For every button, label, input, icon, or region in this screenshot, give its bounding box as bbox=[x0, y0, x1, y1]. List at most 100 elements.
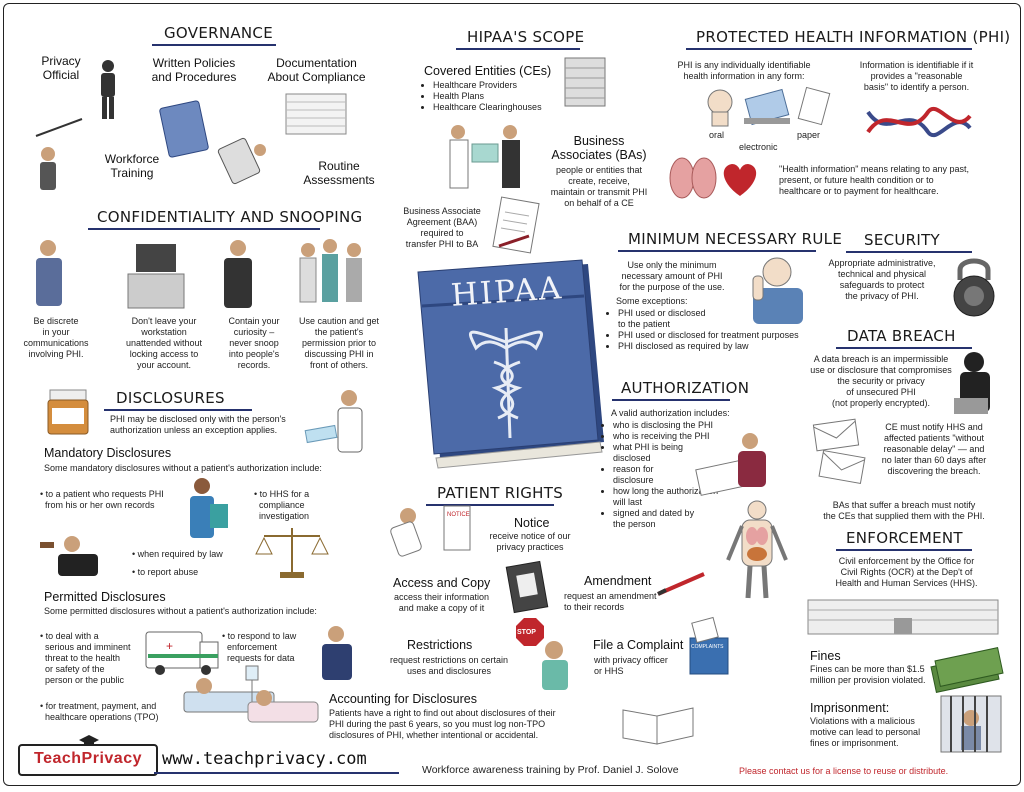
notice-document-label: NOTICE bbox=[447, 512, 470, 518]
confidentiality-illustrations bbox=[36, 239, 362, 309]
discreet-person-icon bbox=[36, 240, 62, 306]
teachprivacy-logo[interactable]: TeachPrivacy bbox=[18, 735, 158, 776]
data-breach-bas-text: BAs that suffer a breach must notify the… bbox=[823, 500, 985, 521]
hospital-building-icon bbox=[564, 57, 606, 107]
file-complaint-text: with privacy officer or HHS bbox=[594, 655, 668, 676]
governance-title: GOVERNANCE bbox=[164, 24, 273, 42]
privacy-official-icon bbox=[101, 60, 115, 119]
covered-entities-title: Covered Entities (CEs) bbox=[424, 64, 552, 78]
scope-underline bbox=[456, 48, 580, 50]
authorization-item-what: what PHI is being disclosed bbox=[613, 442, 739, 464]
access-copy-title: Access and Copy bbox=[393, 576, 491, 590]
website-underline bbox=[154, 772, 399, 774]
ce-item-health-plans: Health Plans bbox=[433, 91, 564, 102]
group-people-icon bbox=[299, 239, 362, 303]
security-underline bbox=[846, 251, 972, 253]
signing-person-icon bbox=[695, 433, 766, 496]
scales-icon bbox=[255, 528, 329, 578]
bed-patient-icon bbox=[247, 690, 319, 723]
data-breach-underline bbox=[836, 347, 972, 349]
authorization-item-discloser: who is disclosing the PHI bbox=[613, 420, 739, 431]
minimum-person-icon bbox=[752, 257, 803, 324]
data-breach-title: DATA BREACH bbox=[847, 327, 956, 345]
business-associates-title: Business Associates (BAs) bbox=[551, 134, 647, 162]
confidentiality-item-2: Don't leave your workstation unattended … bbox=[125, 316, 203, 370]
imprisonment-text: Violations with a malicious motive can l… bbox=[810, 716, 921, 748]
authorization-item-duration: how long the authorization will last bbox=[613, 486, 739, 508]
clipboard-icon bbox=[217, 137, 266, 185]
dna-icon bbox=[866, 106, 972, 138]
website-link[interactable]: www.teachprivacy.com bbox=[162, 749, 367, 769]
logo-text: TeachPrivacy bbox=[34, 750, 142, 767]
authorization-item-receiver: who is receiving the PHI bbox=[613, 431, 739, 442]
permitted-item-law-enforcement: • to respond to law enforcement requests… bbox=[222, 631, 297, 663]
disclosures-title: DISCLOSURES bbox=[116, 389, 225, 407]
enforcement-text: Civil enforcement by the Office for Civi… bbox=[835, 556, 978, 588]
covered-entities-list: Healthcare Providers Health Plans Health… bbox=[424, 80, 564, 113]
heart-icon bbox=[723, 164, 757, 196]
phi-definition: PHI is any individually identifiable hea… bbox=[677, 60, 811, 81]
confidentiality-item-4: Use caution and get the patient's permis… bbox=[298, 316, 380, 370]
envelopes-icon bbox=[812, 418, 866, 485]
judge-icon bbox=[40, 536, 98, 576]
notice-title: Notice bbox=[514, 516, 550, 530]
mandatory-disclosures-intro: Some mandatory disclosures without a pat… bbox=[44, 463, 322, 473]
minimum-exception-patient: PHI used or disclosed to the patient bbox=[618, 308, 844, 330]
confidentiality-item-1: Be discrete in your communications invol… bbox=[23, 316, 89, 359]
authorization-item-signed: signed and dated by the person bbox=[613, 508, 739, 530]
fines-title: Fines bbox=[810, 649, 841, 663]
minimum-necessary-text: Use only the minimum necessary amount of… bbox=[619, 260, 725, 292]
mandatory-illustrations bbox=[40, 478, 329, 578]
organs-illustration bbox=[669, 157, 757, 199]
confidentiality-item-3: Contain your curiosity – never snoop int… bbox=[228, 316, 280, 370]
phi-identifiable-text: Information is identifiable if it provid… bbox=[859, 60, 974, 92]
amendment-title: Amendment bbox=[584, 574, 652, 588]
footer-license-note: Please contact us for a license to reuse… bbox=[739, 766, 949, 776]
written-policies-label: Written Policies and Procedures bbox=[151, 56, 237, 84]
handshake-icon bbox=[449, 125, 520, 189]
phi-title: PROTECTED HEALTH INFORMATION (PHI) bbox=[696, 28, 1011, 46]
phi-paper-label: paper bbox=[797, 130, 821, 140]
nurse-icon bbox=[190, 478, 228, 538]
routine-assessments-label: Routine Assessments bbox=[303, 159, 375, 187]
security-title: SECURITY bbox=[864, 231, 941, 249]
access-copy-text: access their information and make a copy… bbox=[393, 592, 490, 613]
confidentiality-underline bbox=[88, 228, 320, 230]
anatomy-body-icon bbox=[726, 500, 788, 599]
stop-person-icon bbox=[516, 618, 568, 690]
disclosing-person-icon bbox=[304, 390, 363, 453]
complaint-box-icon bbox=[689, 616, 729, 675]
lungs-icon bbox=[669, 157, 717, 199]
money-stack-icon bbox=[930, 647, 1004, 693]
mandatory-disclosures-title: Mandatory Disclosures bbox=[44, 446, 172, 460]
permitted-item-threat: • to deal with a serious and imminent th… bbox=[40, 631, 131, 685]
patient-rights-underline bbox=[426, 504, 554, 506]
minimum-exceptions-title: Some exceptions: bbox=[616, 296, 688, 306]
minimum-necessary-underline bbox=[618, 250, 816, 252]
governance-illustrations bbox=[35, 60, 347, 190]
disclosures-intro: PHI may be disclosed only with the perso… bbox=[110, 414, 286, 435]
imprisonment-title: Imprisonment: bbox=[810, 701, 890, 715]
phi-electronic-label: electronic bbox=[739, 142, 778, 152]
caduceus-icon bbox=[468, 327, 544, 439]
ce-item-clearinghouses: Healthcare Clearinghouses bbox=[433, 102, 564, 113]
disclosures-underline bbox=[104, 409, 252, 411]
authorization-intro: A valid authorization includes: bbox=[611, 408, 730, 418]
jail-cell-icon bbox=[940, 695, 1002, 753]
agreement-document-icon bbox=[492, 196, 540, 254]
permitted-item-tpo: • for treatment, payment, and healthcare… bbox=[40, 701, 159, 722]
scope-title: HIPAA'S SCOPE bbox=[467, 28, 585, 46]
restrictions-title: Restrictions bbox=[407, 638, 473, 652]
security-text: Appropriate administrative, technical an… bbox=[828, 258, 936, 301]
business-associates-text: people or entities that create, receive,… bbox=[550, 165, 648, 208]
graduation-cap-icon bbox=[79, 735, 99, 746]
snoop-person-icon bbox=[224, 240, 252, 308]
svg-text:+: + bbox=[166, 639, 173, 653]
restrictions-text: request restrictions on certain uses and… bbox=[389, 655, 509, 676]
mandatory-item-hhs: • to HHS for a compliance investigation bbox=[254, 489, 310, 521]
authorization-list: who is disclosing the PHI who is receivi… bbox=[604, 420, 739, 530]
ambulance-icon: + bbox=[145, 631, 219, 675]
hhs-building-icon bbox=[807, 599, 999, 635]
accounting-title: Accounting for Disclosures bbox=[329, 692, 477, 706]
police-officer-icon bbox=[322, 626, 352, 680]
